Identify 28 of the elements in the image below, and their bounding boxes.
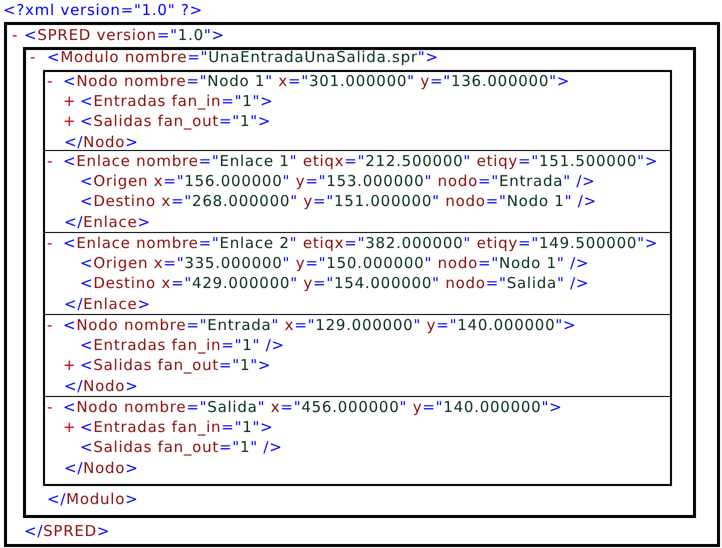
xml-line: </Enlace> (64, 294, 151, 314)
xml-declaration: <?xml version="1.0" ?> (3, 0, 203, 20)
xml-line: + <Salidas fan_out="1"> (63, 355, 272, 376)
xml-line: - <Enlace nombre="Enlace 1" etiqx="212.500000" etiqy="151.500000"> (47, 150, 658, 170)
xml-line: </Nodo> (64, 376, 139, 396)
xml-line: - <Nodo nombre="Salida" x="456.000000" y="140.000000"> (47, 396, 562, 416)
xml-line: - <Nodo nombre="Entrada" x="129.000000" y="140.000000"> (47, 314, 576, 334)
xml-line: - <Enlace nombre="Enlace 2" etiqx="382.000000" etiqy="149.500000"> (47, 232, 658, 252)
xml-line: + <Salidas fan_out="1"> (63, 111, 272, 132)
xml-line: + <Entradas fan_in="1"> (63, 90, 274, 111)
element-list-box (43, 70, 672, 486)
xml-line: <Origen x="335.000000" y="150.000000" nodo="Nodo 1" /> (80, 252, 590, 273)
xml-line: - <SPRED version="1.0"> (12, 25, 225, 45)
xml-line: <Salidas fan_out="1" /> (80, 437, 283, 458)
xml-line: </Nodo> (64, 458, 139, 478)
xml-line: </Enlace> (64, 212, 151, 232)
xml-line: - <Modulo nombre="UnaEntradaUnaSalida.spr"> (30, 47, 439, 67)
xml-line: </SPRED> (24, 521, 110, 541)
xml-element-box (23, 47, 696, 518)
xml-line: </Nodo> (64, 132, 139, 152)
xml-line: <Entradas fan_in="1" /> (80, 334, 285, 355)
xml-line: + <Entradas fan_in="1"> (63, 416, 274, 437)
xml-line: <Origen x="156.000000" y="153.000000" nodo="Entrada" /> (80, 170, 596, 191)
xml-line: </Modulo> (47, 489, 138, 509)
xml-line: <Destino x="268.000000" y="151.000000" nodo="Nodo 1" /> (80, 191, 597, 212)
xml-line: - <Nodo nombre="Nodo 1" x="301.000000" y="136.000000"> (47, 70, 570, 90)
xml-line: <Destino x="429.000000" y="154.000000" nodo="Salida" /> (80, 273, 590, 294)
xml-element-box (4, 22, 720, 547)
